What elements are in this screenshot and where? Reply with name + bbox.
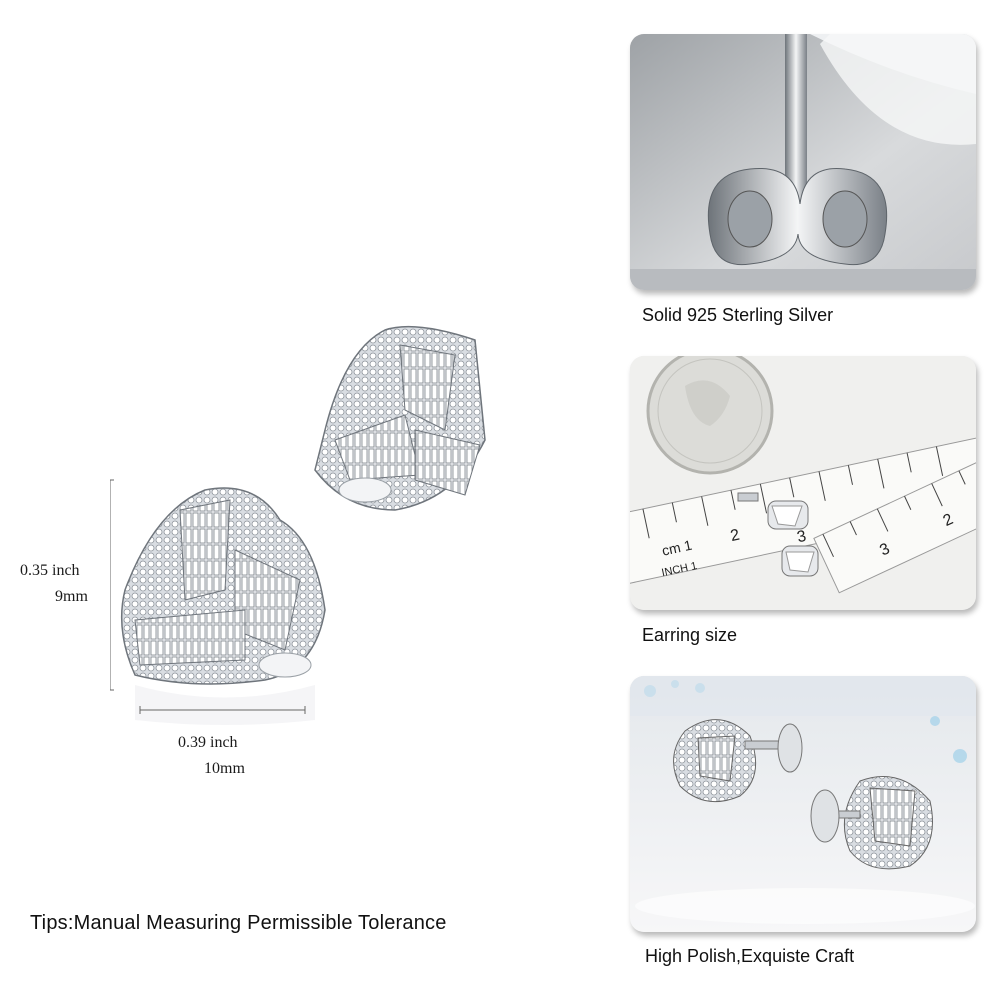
feature-card-high-polish xyxy=(630,676,976,932)
polished-earring-1 xyxy=(673,719,803,803)
ruler-label: 3 xyxy=(796,528,808,546)
feature-card-sterling-silver xyxy=(630,34,976,290)
caption-sterling-silver: Solid 925 Sterling Silver xyxy=(642,305,834,325)
polished-earring-2 xyxy=(810,776,933,870)
height-mm-label: 9mm xyxy=(55,588,88,605)
earring-front xyxy=(120,487,326,725)
post-closeup-image xyxy=(630,34,976,290)
caption-earring-size: Earring size xyxy=(642,625,738,645)
width-dimension-line xyxy=(139,706,306,714)
caption-high-polish: High Polish,Exquiste Craft xyxy=(645,946,855,966)
width-inch-label: 0.39 inch xyxy=(178,734,238,751)
ruler-label: cm 1 xyxy=(660,537,693,559)
height-dimension-line xyxy=(106,479,114,691)
small-earring xyxy=(737,492,819,577)
height-inch-label: 0.35 inch xyxy=(20,562,80,579)
tips-text: Tips:Manual Measuring Permissible Tolera… xyxy=(30,912,447,934)
ruler-label: 2 xyxy=(729,527,741,545)
earrings-illustration xyxy=(106,325,486,725)
width-mm-label: 10mm xyxy=(204,760,245,777)
earring-back xyxy=(314,325,486,511)
earrings-on-table-image xyxy=(630,676,976,932)
main-product-image xyxy=(106,310,550,730)
feature-card-earring-size: cm 1 2 3 INCH 1 3 2 xyxy=(630,356,976,610)
ruler-and-coin-image: cm 1 2 3 INCH 1 3 2 xyxy=(630,356,976,610)
